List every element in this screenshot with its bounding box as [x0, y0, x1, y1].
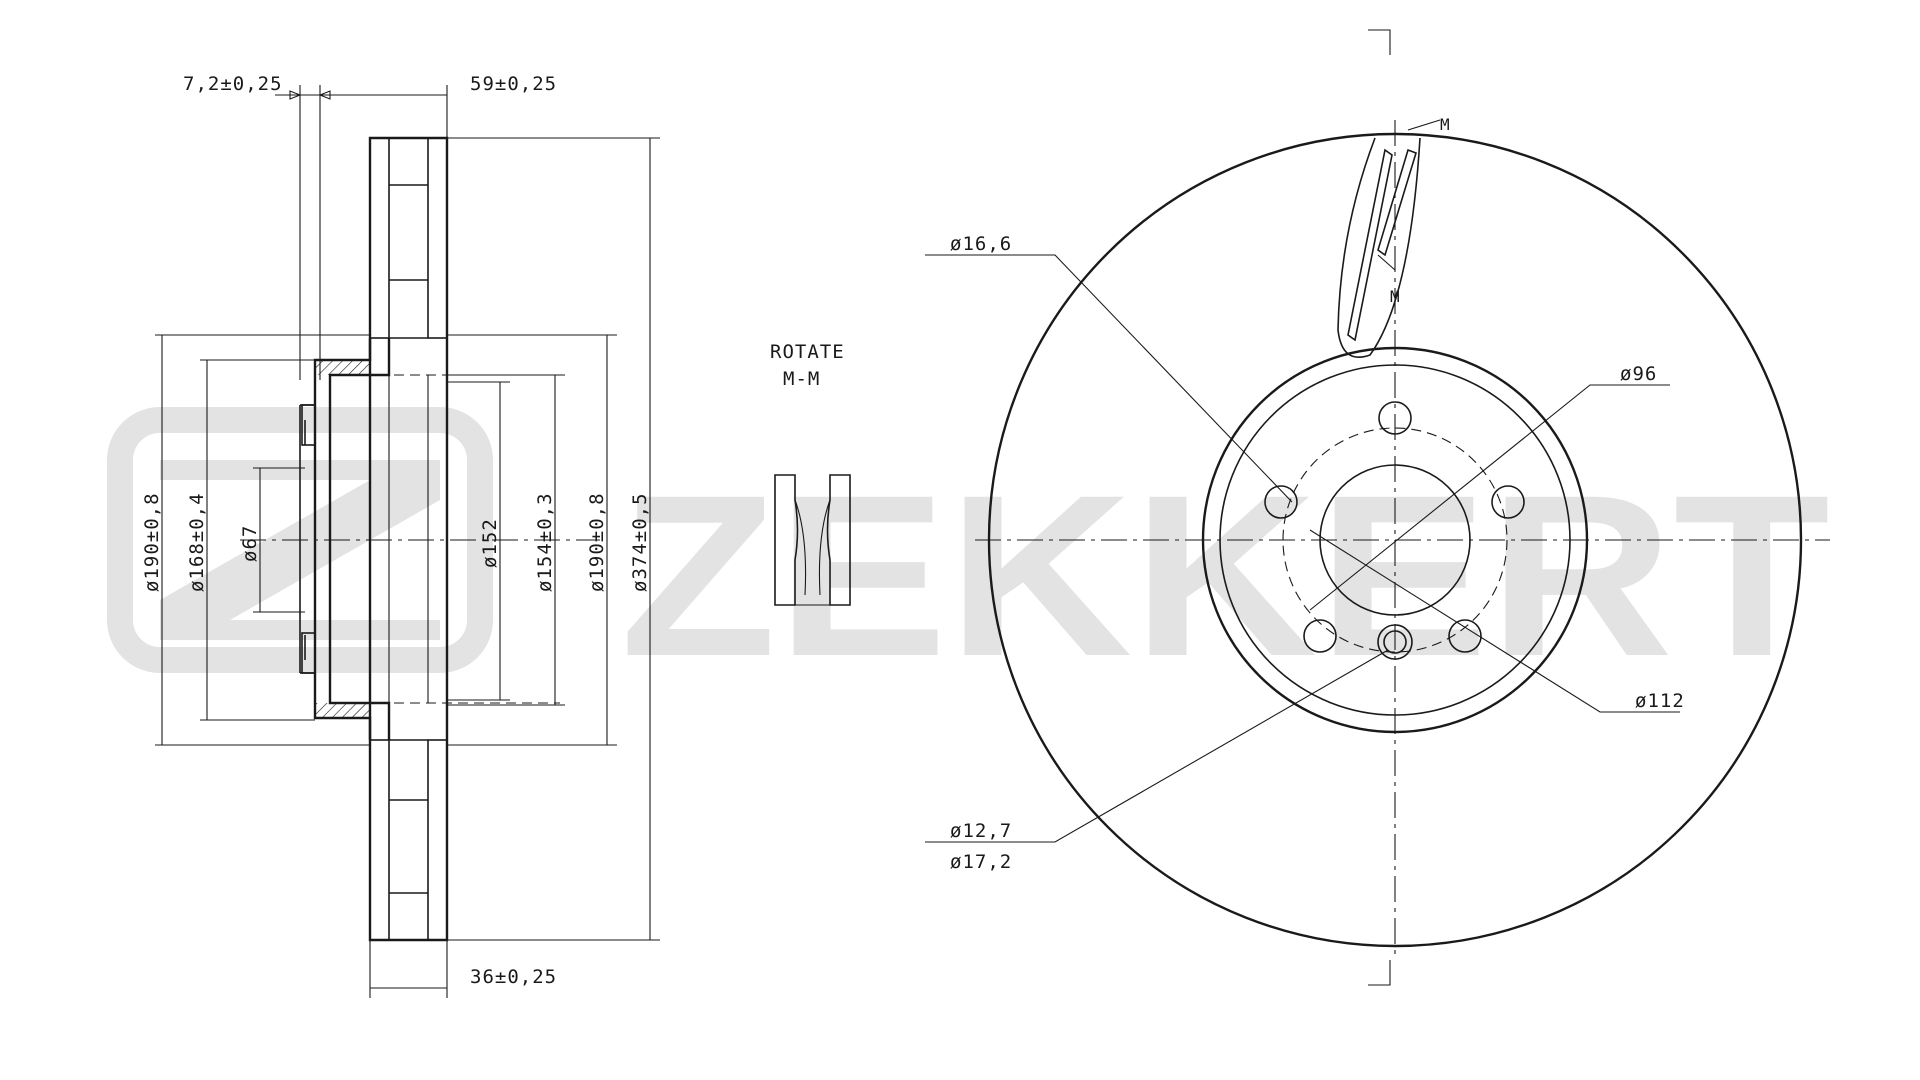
stud-hole-top	[301, 404, 316, 446]
hat-face	[313, 405, 332, 673]
slot-hatched-left	[1347, 148, 1393, 342]
dim-154: ø154±0,3	[534, 492, 556, 592]
dim-pcd-96: ø96	[1620, 363, 1657, 385]
section-label-line2: M-M	[783, 368, 820, 390]
inner-edge-lines	[388, 375, 429, 703]
section-indicator-bottom	[1368, 960, 1391, 986]
front-view: M M	[975, 29, 1830, 986]
hat-wall-top-hatch	[315, 360, 370, 375]
section-cut-line	[1377, 119, 1441, 271]
bolt-hole-5	[1264, 485, 1298, 519]
watermark-brand-text: ZEKKERT	[620, 447, 1830, 704]
outer-cheek-bottom	[369, 739, 390, 941]
section-indicator-top	[1368, 29, 1391, 55]
dim-152-line	[447, 381, 510, 701]
inner-cheek-bottom	[427, 739, 448, 941]
dim-152: ø152	[479, 518, 501, 568]
dim-small-hole-17-2: ø17,2	[950, 851, 1012, 873]
rotated-section-mm: ROTATE M-M	[770, 341, 851, 606]
bolt-hole-2	[1491, 485, 1525, 519]
dim-line-bottom	[369, 940, 448, 998]
dim-154-line	[447, 374, 565, 706]
bolt-hole-3	[1448, 619, 1482, 653]
leader-16-6	[925, 254, 1293, 503]
leader-96	[1309, 384, 1670, 611]
disc-outline	[368, 136, 449, 942]
leader-12-7	[925, 649, 1389, 843]
dim-190-left: ø190±0,8	[141, 492, 163, 592]
dim-arrow-top	[289, 90, 331, 100]
bolt-hole-4	[1303, 619, 1337, 653]
hub-bolt-circle	[1282, 427, 1508, 653]
inner-cheek-top	[427, 137, 448, 339]
dim-small-hole-12-7: ø12,7	[950, 820, 1012, 842]
stud-hole-bottom	[301, 632, 316, 674]
vane-outline-top	[389, 137, 428, 339]
section-mark-top: M	[1440, 115, 1450, 134]
slot-hatched-right	[1377, 148, 1417, 257]
dim-190-left-line	[155, 334, 370, 746]
leader-112	[1309, 529, 1680, 713]
section-label-line1: ROTATE	[770, 341, 845, 363]
front-view-dimensions: ø16,6 ø96 ø112 ø12,7 ø17,2	[925, 233, 1685, 873]
side-view-dimensions: 7,2±0,25 59±0,25 36±0,25 ø190±0,8 ø168±0…	[141, 73, 660, 998]
dim-line-top	[275, 85, 448, 380]
hat-wall-bottom-hatch	[315, 703, 370, 718]
dim-190-right-line	[447, 334, 617, 746]
dim-hole-16-6: ø16,6	[950, 233, 1012, 255]
dim-374-line	[447, 137, 660, 941]
section-gap-lines	[775, 499, 850, 606]
dim-disc-thickness: 36±0,25	[470, 966, 557, 988]
outer-cheek-top	[369, 137, 390, 339]
dim-overall-height: 59±0,25	[470, 73, 557, 95]
dim-hat-thickness: 7,2±0,25	[183, 73, 283, 95]
dim-67: ø67	[239, 525, 261, 562]
section-mark-bottom: M	[1390, 287, 1400, 306]
dim-67-line	[253, 467, 305, 613]
hidden-lines	[330, 374, 560, 704]
vane-outline-bottom	[389, 739, 428, 941]
dim-190-right: ø190±0,8	[586, 492, 608, 592]
dim-168: ø168±0,4	[186, 492, 208, 592]
dim-374: ø374±0,5	[629, 492, 651, 592]
dim-168-line	[200, 359, 315, 721]
zekkert-watermark: ZEKKERT	[107, 407, 1830, 704]
side-section-view	[240, 136, 600, 942]
slot-outline	[1337, 137, 1421, 358]
dim-bolt-circle-112: ø112	[1635, 690, 1685, 712]
